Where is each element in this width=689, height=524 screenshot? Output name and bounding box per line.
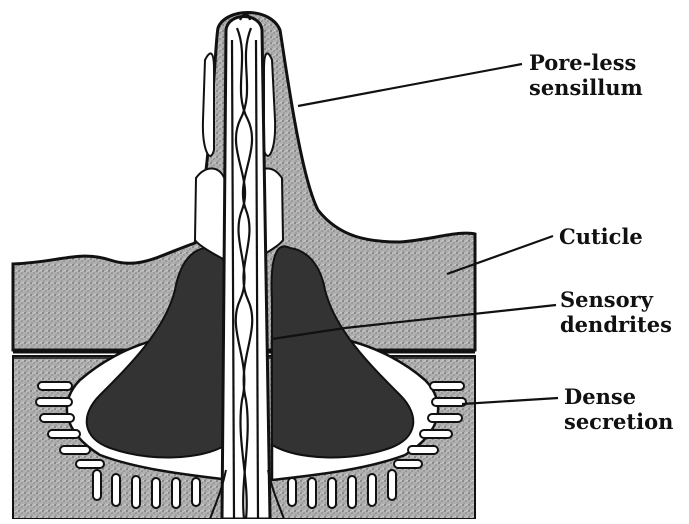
leader-poreless-sensillum: [298, 64, 522, 106]
hair-lumen-right: [264, 53, 275, 155]
label-dense-secretion: Dense secretion: [564, 384, 673, 434]
label-sensory-dendrites-line2: dendrites: [560, 312, 672, 337]
label-cuticle: Cuticle: [559, 224, 643, 249]
label-poreless-sensillum: Pore-less sensillum: [529, 50, 643, 100]
label-cuticle-line1: Cuticle: [559, 224, 643, 249]
label-sensory-dendrites-line1: Sensory: [560, 287, 672, 312]
label-dense-secretion-line1: Dense: [564, 384, 673, 409]
hair-lumen-left: [203, 53, 214, 155]
leader-dense-secretion: [462, 398, 558, 404]
label-poreless-sensillum-line1: Pore-less: [529, 50, 643, 75]
label-sensory-dendrites: Sensory dendrites: [560, 287, 672, 337]
label-poreless-sensillum-line2: sensillum: [529, 75, 643, 100]
label-dense-secretion-line2: secretion: [564, 409, 673, 434]
